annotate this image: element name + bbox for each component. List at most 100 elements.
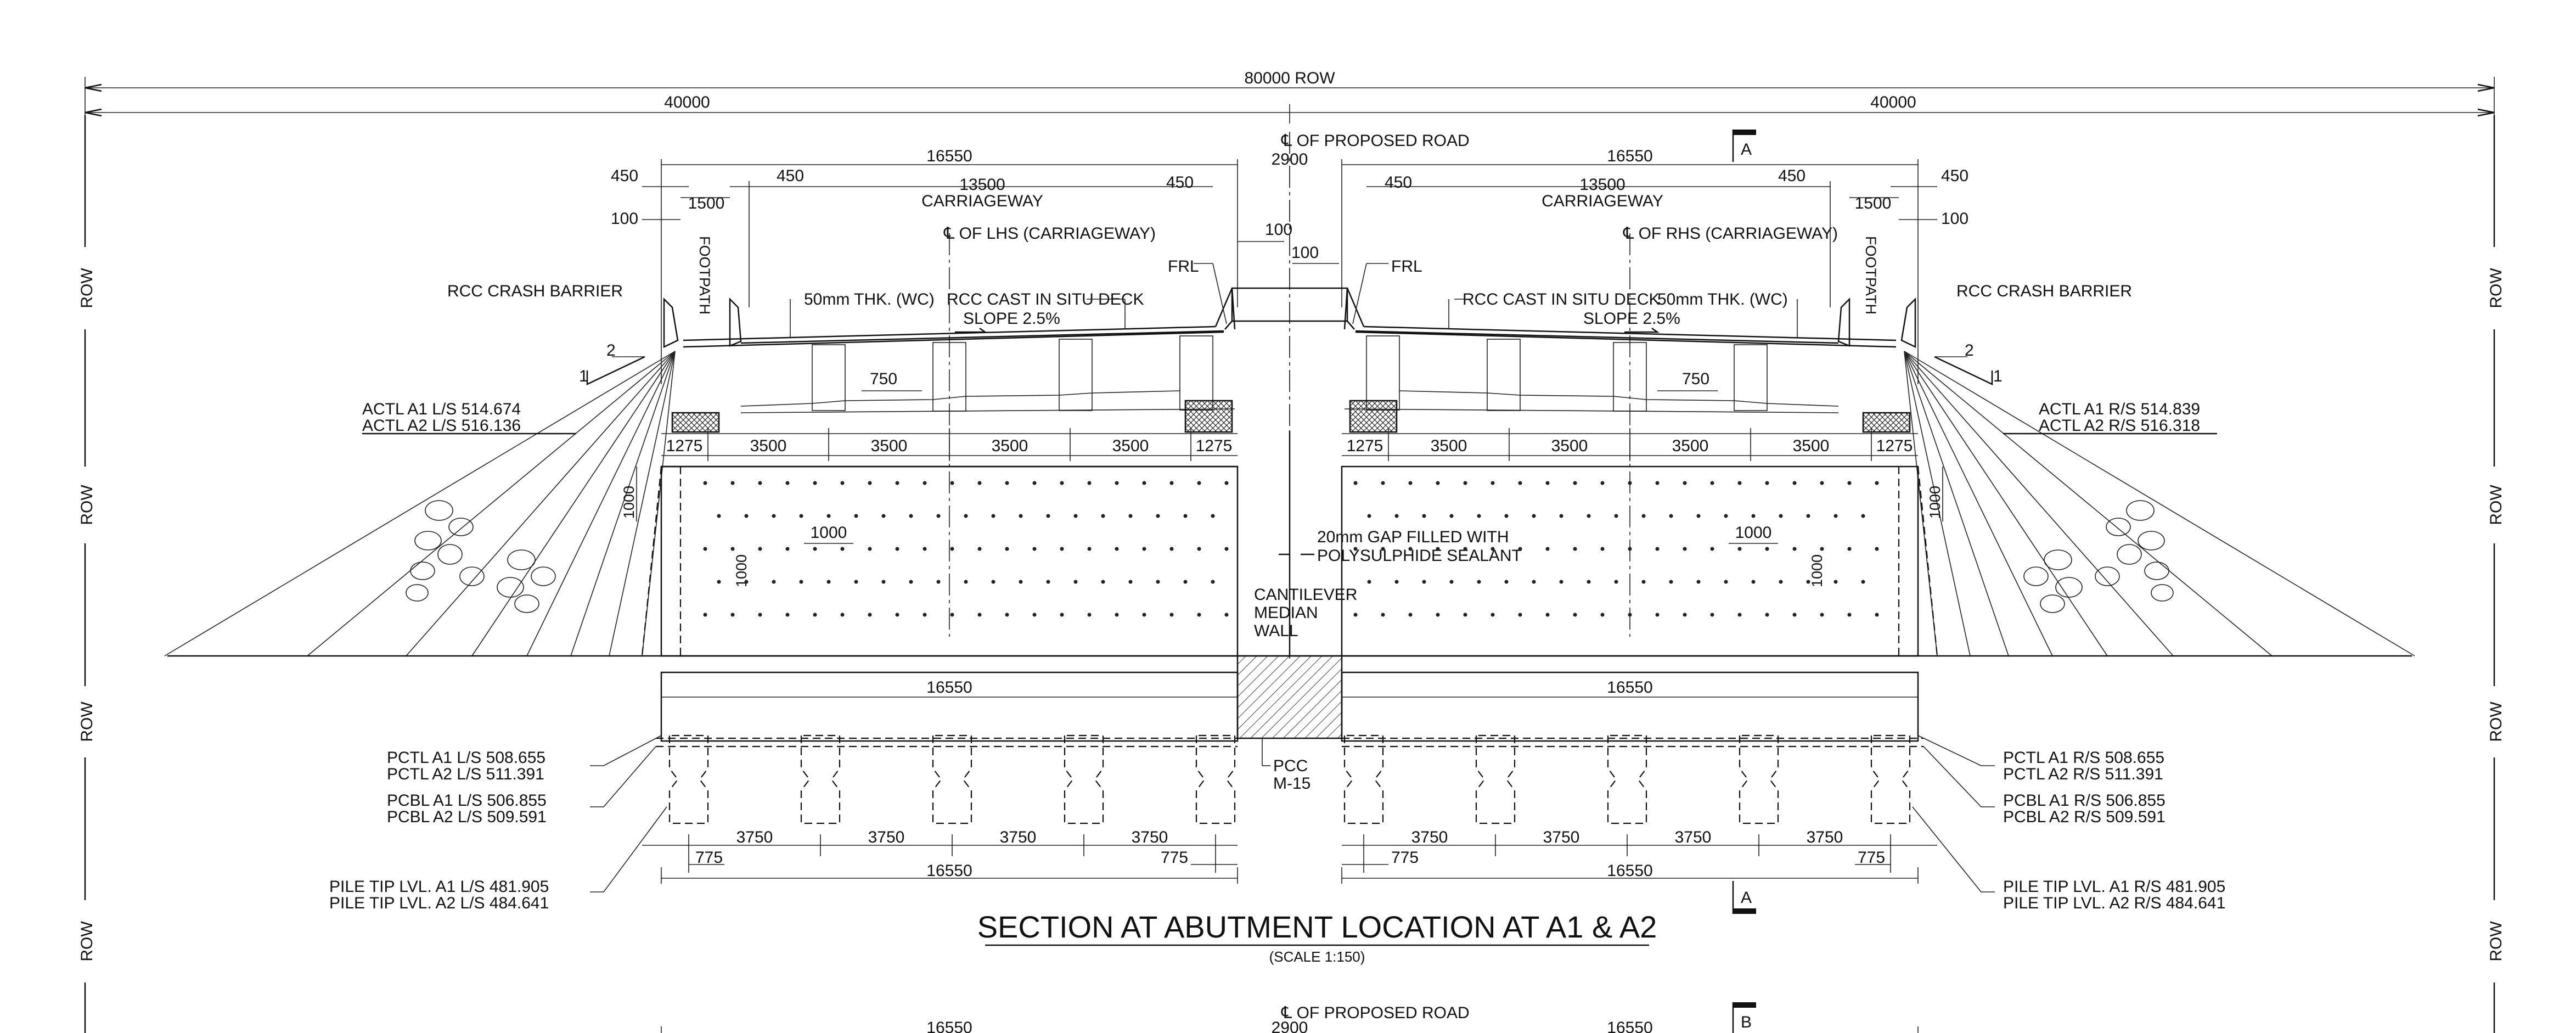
- svg-text:450: 450: [1778, 167, 1806, 185]
- svg-text:1000: 1000: [1927, 486, 1943, 519]
- row-label: ROW: [2487, 921, 2505, 962]
- svg-text:3500: 3500: [1551, 437, 1588, 455]
- row-label: ROW: [2487, 701, 2505, 742]
- svg-text:450: 450: [611, 167, 638, 185]
- svg-text:16550: 16550: [926, 1019, 972, 1033]
- svg-text:1500: 1500: [1855, 194, 1892, 212]
- svg-text:PCTL A2 R/S 511.391: PCTL A2 R/S 511.391: [2003, 765, 2163, 783]
- svg-text:2: 2: [606, 341, 616, 360]
- row-label: ROW: [2487, 268, 2505, 308]
- section-title: SECTION AT ABUTMENT LOCATION AT A1 & A2 …: [977, 910, 1657, 965]
- rhs-cl-label: ℄ OF RHS (CARRIAGEWAY): [1623, 224, 1838, 243]
- svg-text:A: A: [1741, 889, 1752, 907]
- svg-text:3750: 3750: [1132, 828, 1168, 846]
- svg-text:FRL: FRL: [1168, 257, 1199, 276]
- svg-text:1000: 1000: [811, 524, 847, 542]
- lhs-girder-dims: 1275 3500 3500 3500 3500 1275: [661, 428, 1238, 461]
- svg-text:PILE TIP LVL. A1 L/S 481.905: PILE TIP LVL. A1 L/S 481.905: [329, 878, 549, 896]
- next-section-header: ℄ OF PROPOSED ROAD 2900 16550 16550 B: [661, 1002, 1919, 1033]
- svg-text:2: 2: [1965, 341, 1974, 360]
- section-marker-top: A: [1732, 130, 1756, 162]
- svg-text:SLOPE 2.5%: SLOPE 2.5%: [963, 310, 1060, 328]
- svg-text:PILE TIP LVL. A1 R/S 481.905: PILE TIP LVL. A1 R/S 481.905: [2003, 878, 2225, 896]
- rhs-girder-dims: 1275 3500 3500 3500 3500 1275: [1342, 428, 1918, 461]
- lhs-pile-dims: 3750 3750 3750 3750 775 775 16550: [642, 828, 1238, 884]
- rhs-pile-dims: 3750 3750 3750 3750 775 775 16550: [1341, 828, 1937, 884]
- svg-text:PCTL A2 L/S 511.391: PCTL A2 L/S 511.391: [387, 765, 544, 783]
- svg-text:3750: 3750: [736, 828, 773, 846]
- median-block: 20mm GAP FILLED WITH POLYSULPHIDE SEALAN…: [1224, 287, 1522, 656]
- svg-text:ACTL A2 L/S 516.136: ACTL A2 L/S 516.136: [362, 417, 521, 435]
- row-label: ROW: [78, 921, 96, 962]
- svg-text:B: B: [1741, 1013, 1752, 1031]
- svg-text:16550: 16550: [1607, 678, 1652, 697]
- lhs-cl-label: ℄ OF LHS (CARRIAGEWAY): [943, 224, 1156, 243]
- svg-text:CARRIAGEWAY: CARRIAGEWAY: [921, 192, 1043, 210]
- svg-text:℄ OF PROPOSED ROAD: ℄ OF PROPOSED ROAD: [1281, 1004, 1470, 1022]
- svg-text:3500: 3500: [992, 437, 1028, 455]
- svg-text:3750: 3750: [1675, 828, 1712, 846]
- row-label: ROW: [2487, 485, 2505, 525]
- road-centerline-label: ℄ OF PROPOSED ROAD: [1281, 132, 1470, 150]
- row-label: ROW: [78, 268, 96, 308]
- svg-text:PCC: PCC: [1273, 757, 1308, 775]
- svg-text:A: A: [1741, 141, 1752, 159]
- row-label: ROW: [78, 701, 96, 742]
- svg-text:450: 450: [777, 167, 804, 185]
- svg-text:3500: 3500: [1672, 437, 1709, 455]
- svg-text:13500: 13500: [959, 176, 1005, 194]
- svg-text:RCC CRASH BARRIER: RCC CRASH BARRIER: [447, 282, 623, 300]
- bearing-pedestals: [671, 400, 1911, 433]
- svg-text:1: 1: [1993, 367, 2003, 385]
- rhs-footpath-label: FOOTPATH: [1863, 236, 1879, 315]
- svg-text:16550: 16550: [1607, 862, 1652, 880]
- svg-text:750: 750: [1682, 370, 1709, 388]
- svg-text:PILE TIP LVL. A2 R/S 484.641: PILE TIP LVL. A2 R/S 484.641: [2003, 894, 2225, 912]
- deck-rhs: RCC CRASH BARRIER FOOTPATH RCC CAST IN S…: [1343, 236, 2132, 413]
- svg-text:1275: 1275: [1347, 437, 1383, 455]
- pile-cap-rhs: 16550: [1341, 671, 1923, 824]
- svg-text:100: 100: [1941, 210, 1968, 228]
- abutment-wall-lhs: 1000 1000 1000: [621, 465, 1239, 657]
- svg-text:13500: 13500: [1579, 176, 1625, 194]
- svg-text:450: 450: [1166, 173, 1194, 192]
- svg-text:3500: 3500: [871, 437, 908, 455]
- row-boundary-right: ROW ROW ROW ROW: [2487, 115, 2505, 1033]
- pcc-label: PCC M-15: [1262, 738, 1311, 793]
- svg-text:PCBL A2 R/S 509.591: PCBL A2 R/S 509.591: [2003, 808, 2166, 826]
- svg-text:FRL: FRL: [1391, 257, 1422, 276]
- svg-text:1275: 1275: [1196, 437, 1233, 455]
- svg-text:775: 775: [1858, 849, 1885, 867]
- svg-text:ACTL A1 R/S 514.839: ACTL A1 R/S 514.839: [2039, 400, 2200, 418]
- svg-text:CARRIAGEWAY: CARRIAGEWAY: [1542, 192, 1663, 210]
- svg-text:3500: 3500: [750, 437, 787, 455]
- abutment-wall-rhs: 1000 1000 1000: [1341, 465, 1943, 657]
- row-total-dim: 80000 ROW: [1244, 69, 1335, 87]
- svg-text:1: 1: [579, 367, 588, 385]
- svg-text:SLOPE 2.5%: SLOPE 2.5%: [1583, 310, 1680, 328]
- svg-text:100: 100: [611, 210, 638, 228]
- row-label: ROW: [78, 485, 96, 525]
- svg-text:3750: 3750: [868, 828, 905, 846]
- svg-text:50mm THK. (WC): 50mm THK. (WC): [804, 290, 935, 308]
- lhs-footpath-label: FOOTPATH: [696, 236, 713, 315]
- svg-text:MEDIAN: MEDIAN: [1254, 604, 1318, 622]
- svg-text:ACTL A1 L/S 514.674: ACTL A1 L/S 514.674: [362, 400, 521, 418]
- pile-cap-lhs: 16550: [656, 671, 1239, 824]
- svg-text:16550: 16550: [1607, 1019, 1652, 1033]
- lhs-levels: PCTL A1 L/S 508.655 PCTL A2 L/S 511.391 …: [329, 735, 667, 912]
- svg-text:3500: 3500: [1431, 437, 1467, 455]
- svg-text:PILE TIP LVL. A2 L/S 484.641: PILE TIP LVL. A2 L/S 484.641: [329, 894, 549, 912]
- svg-text:2900: 2900: [1272, 1019, 1308, 1033]
- pcc-median-fill: [1236, 655, 1343, 739]
- svg-text:775: 775: [695, 849, 723, 867]
- svg-text:50mm THK. (WC): 50mm THK. (WC): [1657, 290, 1788, 308]
- svg-text:3750: 3750: [1543, 828, 1580, 846]
- svg-text:16550: 16550: [926, 862, 972, 880]
- scale-text: (SCALE 1:150): [1269, 948, 1365, 965]
- svg-text:1275: 1275: [666, 437, 703, 455]
- svg-text:3500: 3500: [1793, 437, 1830, 455]
- lhs-top-dims: 16550 450 450 13500 CARRIAGEWAY 450 1500…: [611, 147, 1339, 637]
- svg-text:1275: 1275: [1876, 437, 1913, 455]
